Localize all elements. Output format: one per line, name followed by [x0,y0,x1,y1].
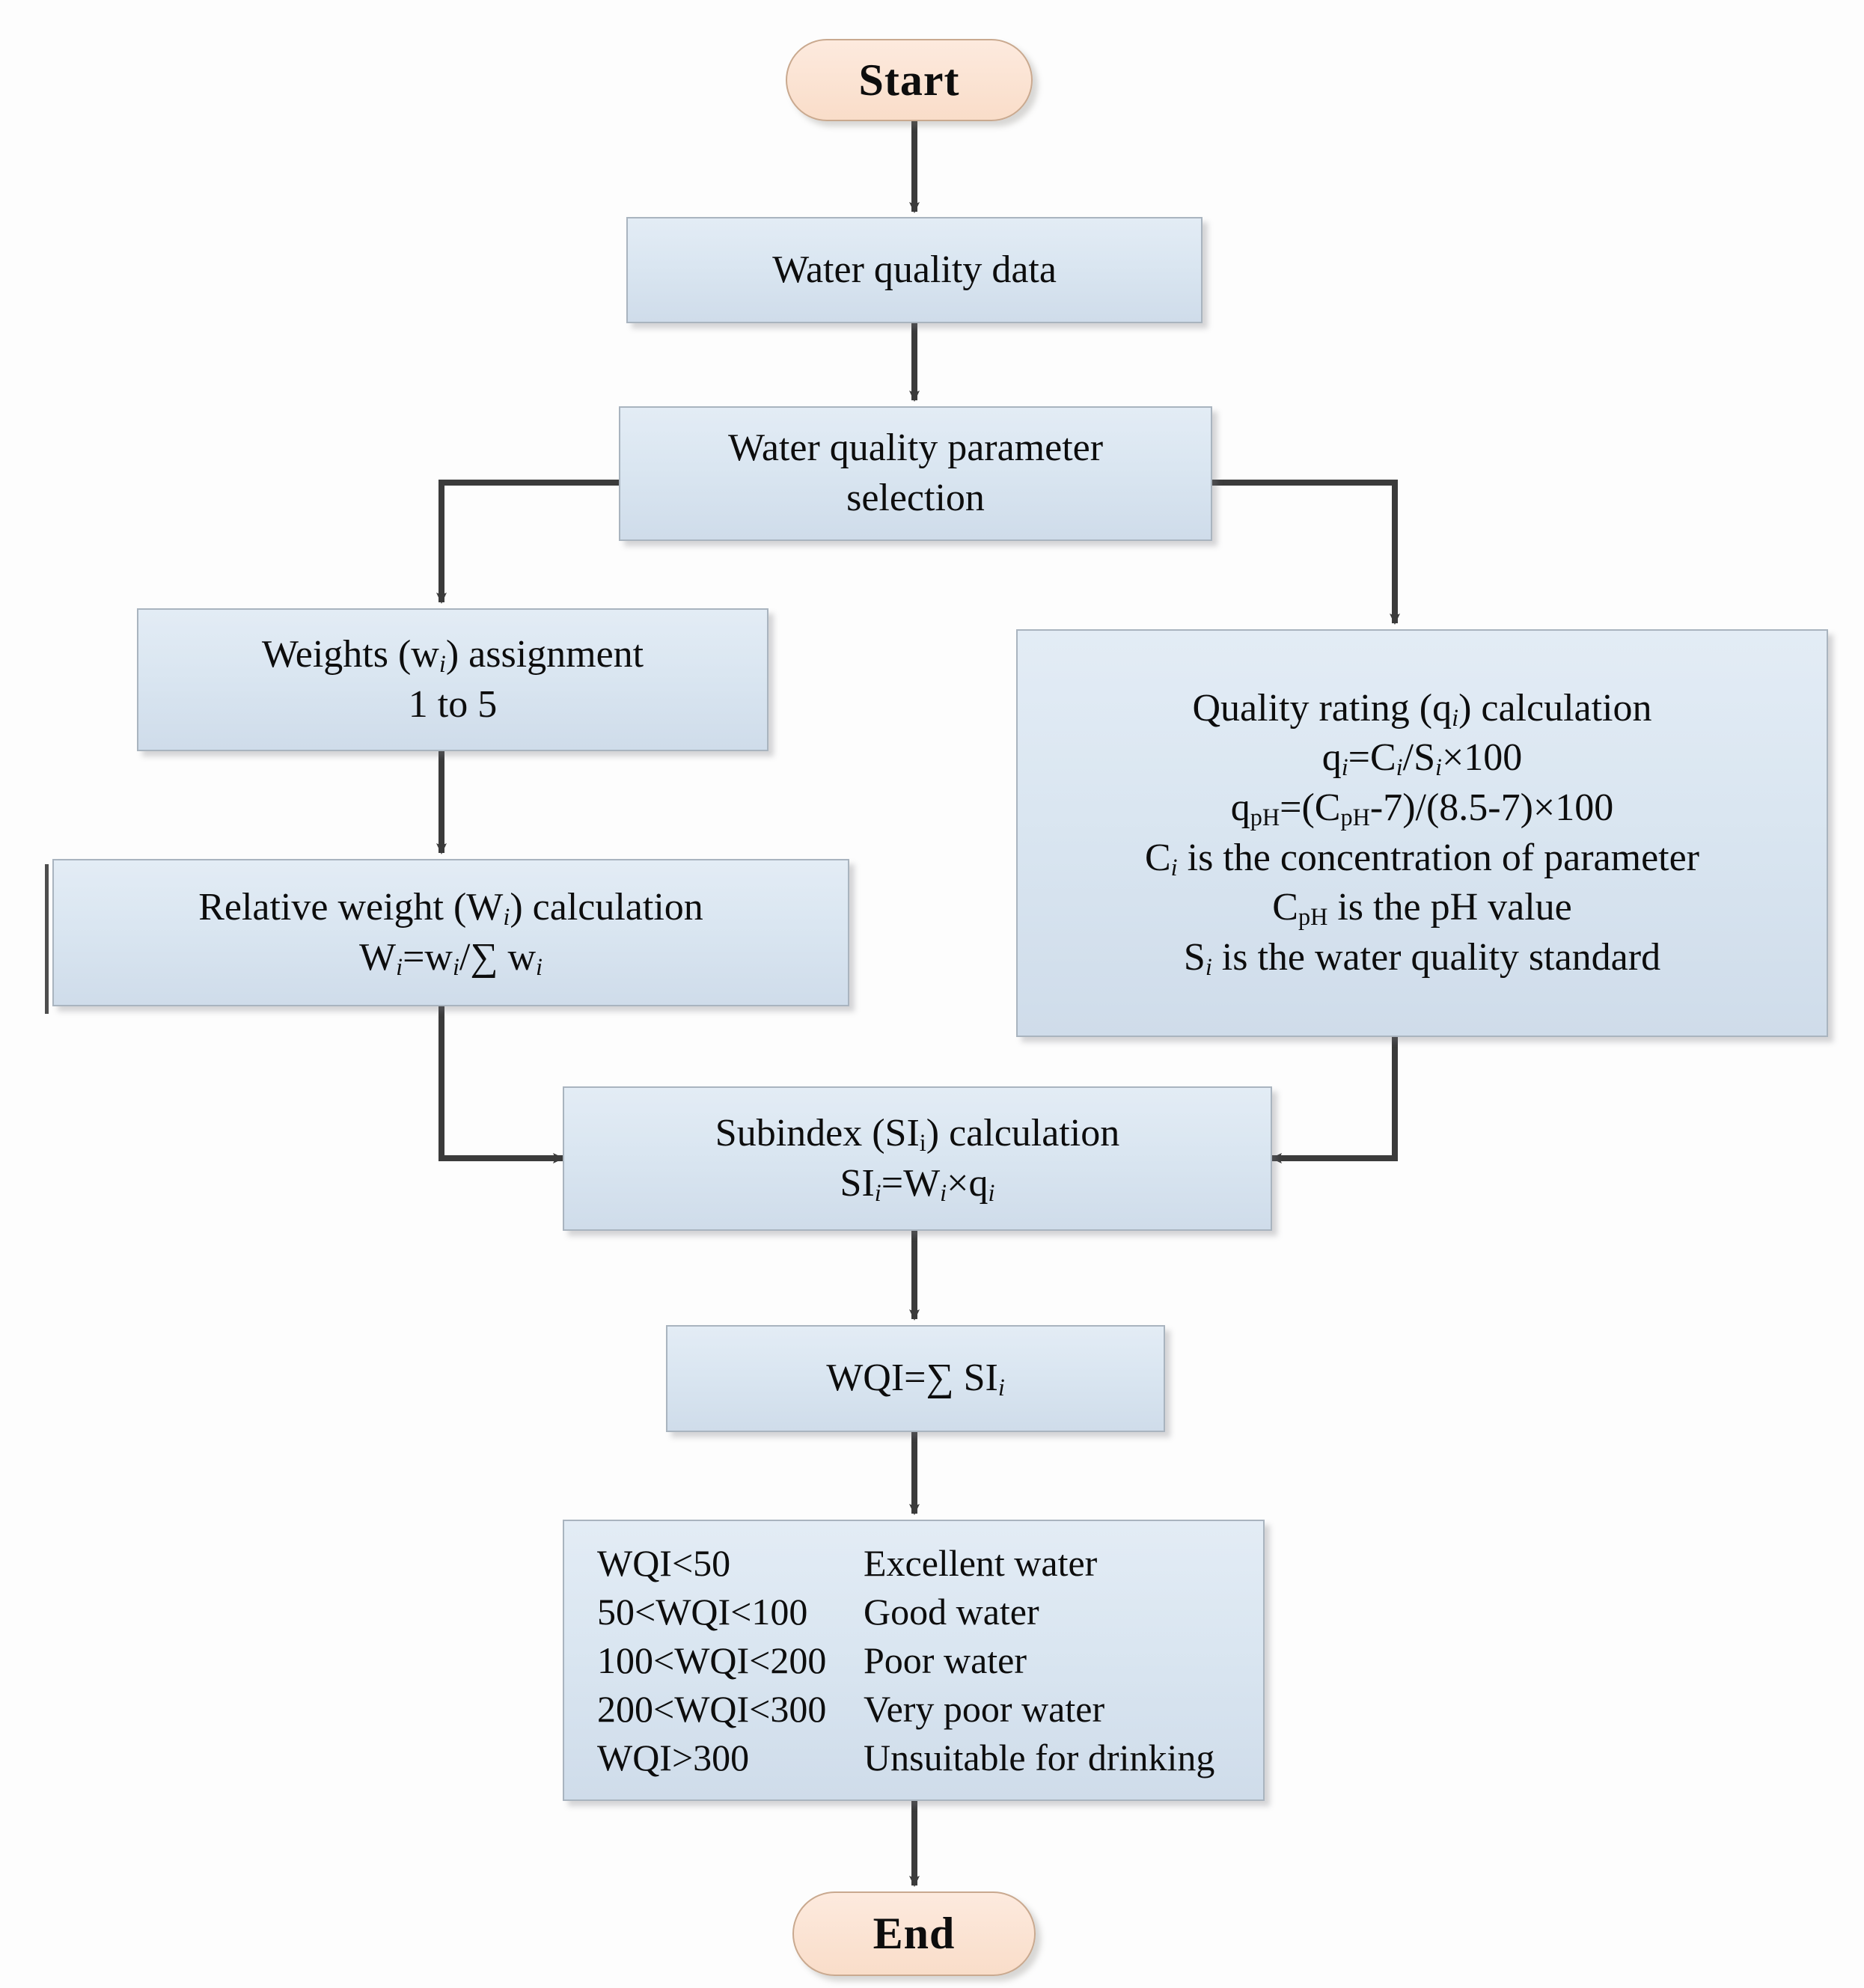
node-water-quality-data[interactable]: Water quality data [626,217,1203,323]
node-wqi-classification[interactable]: WQI<50 Excellent water 50<WQI<100 Good w… [563,1520,1265,1801]
quality-rating-line2: qi=Ci/Si×100 [1321,736,1523,781]
parameter-selection-line1: Water quality parameter [727,426,1104,470]
node-parameter-selection[interactable]: Water quality parameter selection [619,406,1212,541]
node-subindex[interactable]: Subindex (SIi) calculation SIi=Wi×qi [563,1086,1272,1231]
start-label: Start [858,55,960,105]
weights-line1: Weights (wi) assignment [261,632,644,678]
subindex-line2: SIi=Wi×qi [840,1161,995,1206]
water-quality-data-label: Water quality data [772,248,1057,291]
classification-row: 100<WQI<200 Poor water [564,1636,1263,1685]
end-label: End [873,1909,956,1958]
node-start[interactable]: Start [786,39,1033,121]
classification-table: WQI<50 Excellent water 50<WQI<100 Good w… [564,1539,1263,1782]
quality-rating-line1: Quality rating (qi) calculation [1192,686,1652,731]
quality-rating-line5: CpH is the pH value [1272,886,1572,931]
classification-row: WQI>300 Unsuitable for drinking [564,1734,1263,1782]
classification-range: WQI<50 [597,1541,731,1584]
relative-weight-line2: Wi=wi/∑ wi [359,935,543,980]
classification-label: Good water [864,1590,1039,1633]
node-weights-assignment[interactable]: Weights (wi) assignment 1 to 5 [137,608,768,751]
classification-row: 200<WQI<300 Very poor water [564,1685,1263,1734]
classification-label: Poor water [864,1639,1027,1681]
classification-label: Very poor water [864,1687,1105,1730]
subindex-line1: Subindex (SIi) calculation [715,1111,1120,1157]
quality-rating-line3: qpH=(CpH-7)/(8.5-7)×100 [1230,786,1614,831]
classification-range: WQI>300 [597,1736,750,1779]
node-wqi-total[interactable]: WQI=∑ SIi [666,1325,1165,1432]
classification-range: 100<WQI<200 [597,1639,827,1681]
relative-weight-line1: Relative weight (Wi) calculation [198,885,703,931]
node-quality-rating[interactable]: Quality rating (qi) calculation qi=Ci/Si… [1016,629,1828,1037]
classification-range: 50<WQI<100 [597,1590,808,1633]
edge-relweight-to-subindex [439,1006,564,1163]
classification-label: Excellent water [864,1541,1098,1584]
classification-label: Unsuitable for drinking [864,1736,1215,1779]
parameter-selection-line2: selection [846,477,985,519]
weights-line2: 1 to 5 [408,682,498,726]
classification-range: 200<WQI<300 [597,1687,827,1730]
quality-rating-line6: Si is the water quality standard [1183,935,1661,980]
wqi-formula: WQI=∑ SIi [826,1357,1005,1401]
node-relative-weight[interactable]: Relative weight (Wi) calculation Wi=wi/∑… [52,859,849,1006]
edge-quality-to-subindex [1271,1037,1398,1163]
quality-rating-line4: Ci is the concentration of parameter [1144,836,1699,881]
classification-row: WQI<50 Excellent water [564,1539,1263,1588]
edge-param-to-quality [1212,480,1400,625]
scan-artifact-line [45,864,49,1014]
classification-row: 50<WQI<100 Good water [564,1588,1263,1636]
edge-param-to-weights [436,480,619,604]
node-end[interactable]: End [792,1891,1036,1976]
